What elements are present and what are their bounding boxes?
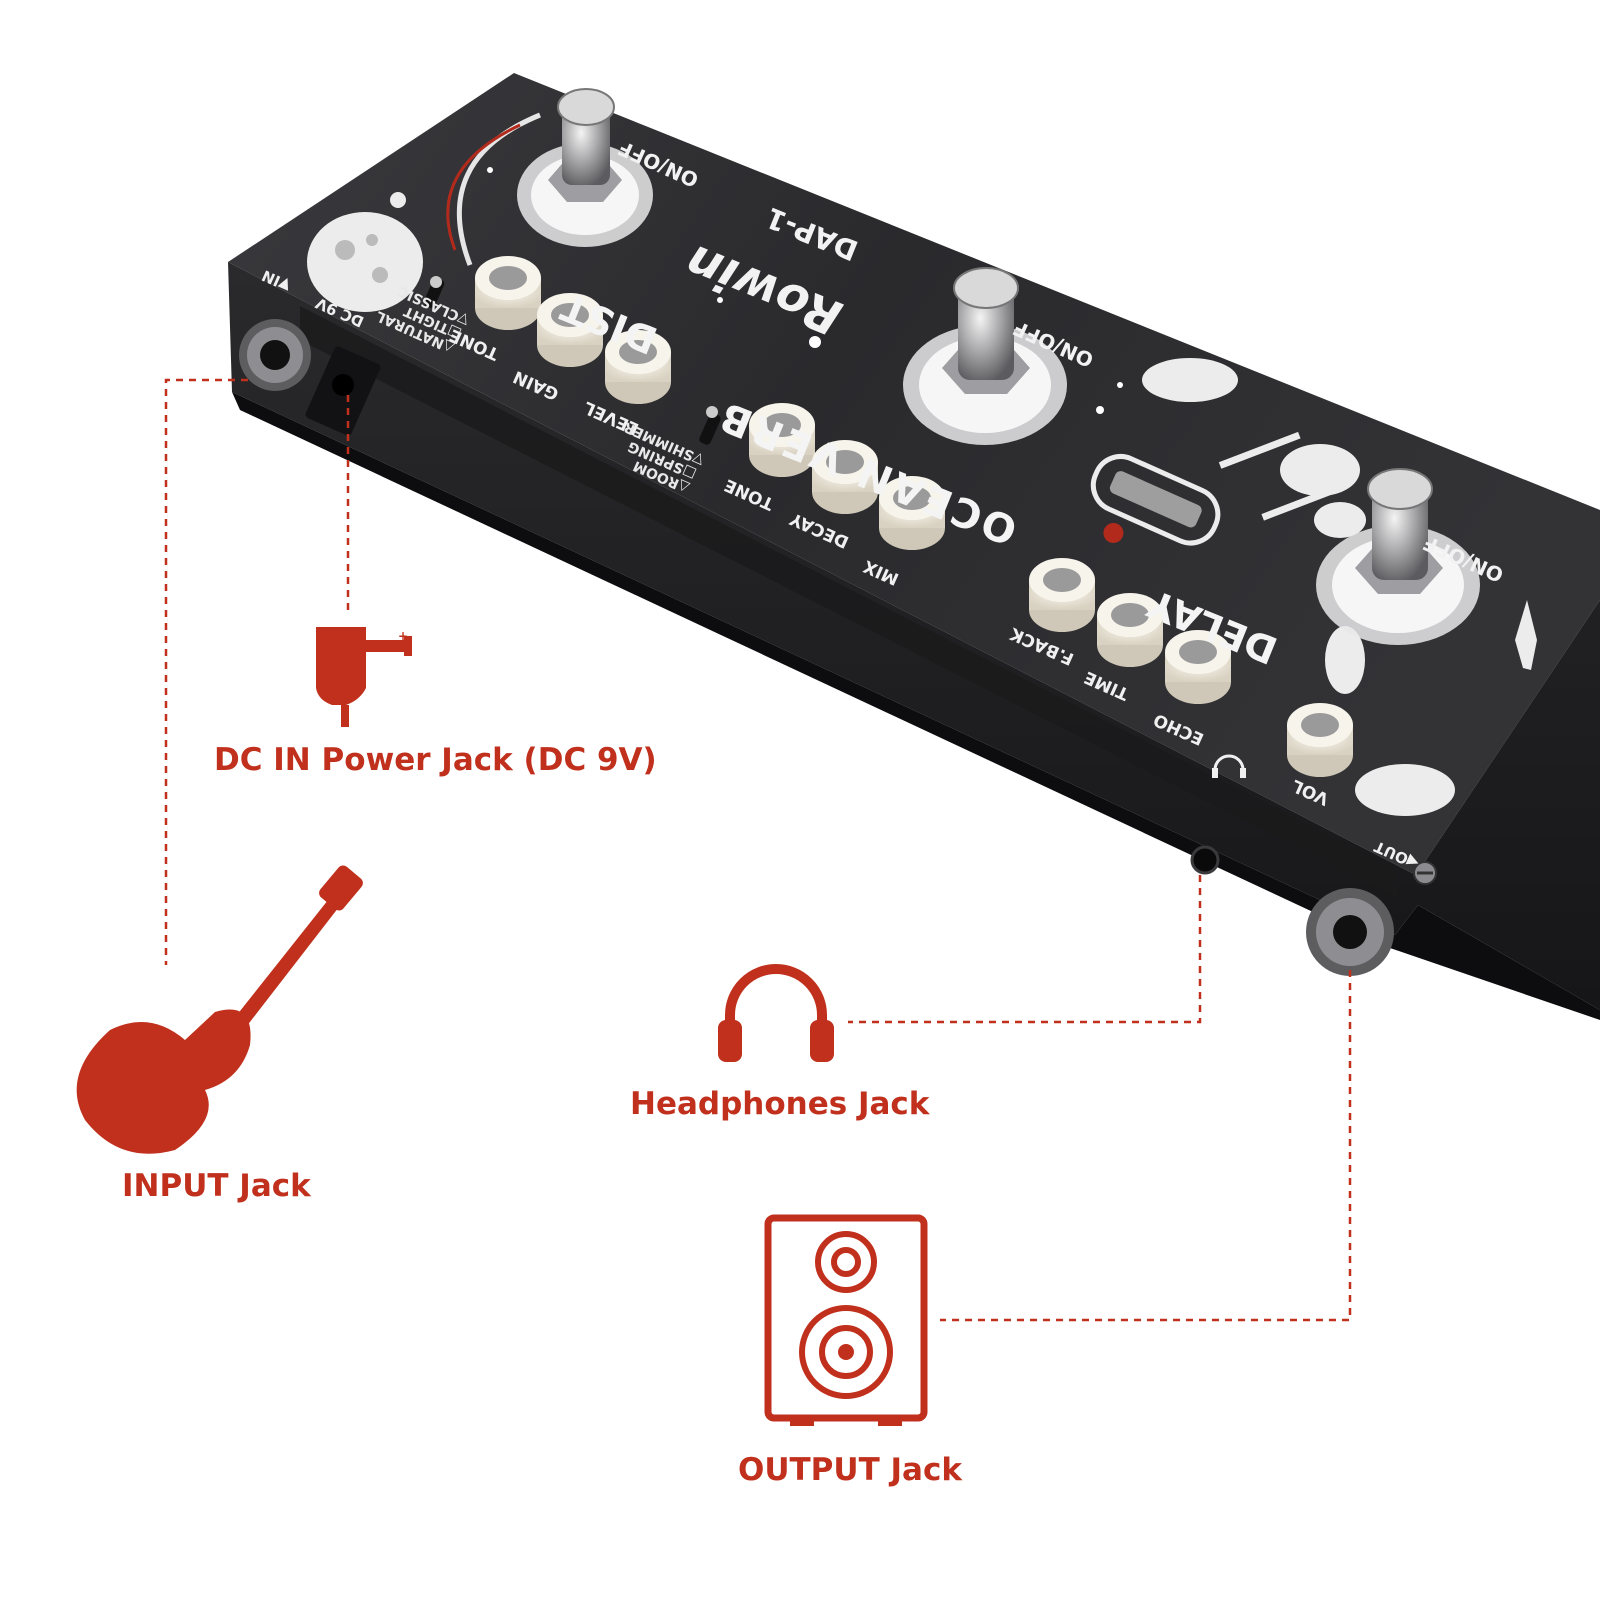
reverb-mix-knob[interactable] [879,476,945,550]
footswitch-reverb[interactable] [903,267,1067,445]
input-callout-label: INPUT Jack [122,1168,311,1204]
dist-gain-knob[interactable] [537,293,603,367]
dc-in-callout-label: DC IN Power Jack (DC 9V) [214,742,657,778]
pedal-body [228,73,1600,1020]
speaker-icon [764,1214,928,1426]
delay-time-knob[interactable] [1097,593,1163,667]
volume-knob[interactable] [1287,703,1353,777]
footswitch-delay[interactable] [1316,468,1480,645]
footswitch-dist[interactable] [517,88,653,247]
dist-mode-toggle[interactable] [422,276,445,309]
dist-tone-knob[interactable] [475,256,541,330]
power-adapter-icon: + [316,627,412,727]
power-jack[interactable] [304,345,381,437]
callout-lines [164,378,1352,1322]
planet-artwork [1142,358,1238,402]
moon-artwork [307,212,423,312]
input-callout-line [164,378,248,965]
pedal-front-edge [232,392,1600,1020]
output-jack[interactable] [1306,888,1394,976]
output-callout-label: OUTPUT Jack [738,1452,962,1488]
pedal-side-strip [300,306,1400,900]
pedal-top-face [228,73,1600,875]
guitar-icon [76,865,363,1154]
dist-level-knob[interactable] [605,330,671,404]
headphones-icon [718,964,834,1062]
headphones-callout-line [848,875,1202,1024]
reverb-tone-knob[interactable] [749,403,815,477]
headphones-jack[interactable] [1190,845,1220,875]
delay-echo-knob[interactable] [1165,630,1231,704]
delay-fback-knob[interactable] [1029,558,1095,632]
panel-headphones-glyph [1212,754,1246,778]
headphones-callout-label: Headphones Jack [630,1086,930,1122]
reverb-decay-knob[interactable] [812,440,878,514]
reverb-mode-toggle[interactable] [698,406,722,446]
spaceship-artwork [1090,431,1344,546]
input-jack[interactable] [239,319,311,391]
svg-text:+: + [398,629,408,643]
top-artwork [307,112,1537,816]
